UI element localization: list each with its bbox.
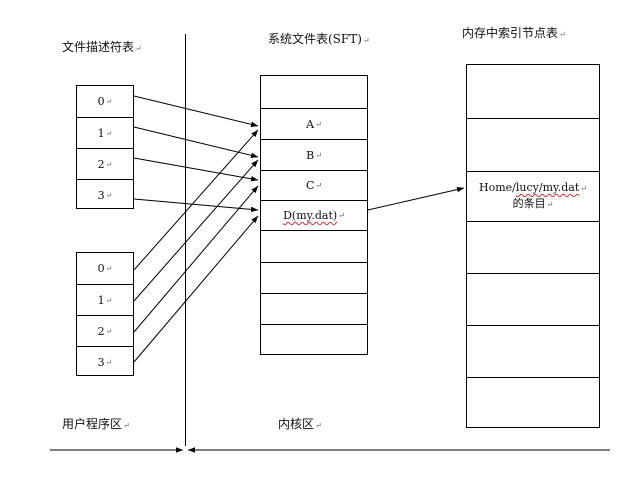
arrow-fd2-2-to-c [133, 185, 259, 333]
fd-cell: 2↵ [77, 315, 133, 346]
sft-row-empty [261, 293, 367, 324]
fd-cell: 1↵ [77, 117, 133, 148]
sft-row-a: A↵ [261, 108, 367, 139]
inode-entry-path: Home/lucy/my.dat↵ [479, 181, 587, 194]
inode-table-title: 内存中索引节点表↵ [462, 26, 566, 40]
inode-row-empty [467, 377, 599, 429]
inode-row-empty [467, 118, 599, 171]
inode-row-empty [467, 221, 599, 273]
arrow-fd1-0-to-a [133, 95, 259, 128]
sft-row-empty [261, 324, 367, 356]
sft-row-d: D(my.dat)↵ [261, 200, 367, 230]
inode-entry-suffix: 的条目↵ [512, 197, 554, 210]
sft-row-b: B↵ [261, 139, 367, 170]
user-kernel-divider [185, 34, 186, 446]
arrow-fd2-1-to-b [133, 159, 259, 302]
arrow-fd1-1-to-b [133, 126, 259, 159]
user-region-label: 用户程序区↵ [62, 417, 130, 431]
arrow-fd1-3-to-d [133, 198, 259, 213]
inode-table: Home/lucy/my.dat↵ 的条目↵ [466, 64, 600, 428]
kernel-region-label: 内核区↵ [278, 417, 322, 431]
fd-cell: 3↵ [77, 346, 133, 377]
arrow-sft-d-to-inode [367, 186, 465, 211]
fd-cell: 0↵ [97, 262, 113, 275]
fd-table-1: 0↵ 1↵ 2↵ 3↵ [76, 85, 134, 209]
sft-title: 系统文件表(SFT)↵ [268, 32, 370, 46]
fd-cell: 3↵ [77, 179, 133, 210]
sft-row-c: C↵ [261, 170, 367, 200]
fd-cell: 1↵ [77, 284, 133, 315]
fd-table-title: 文件描述符表↵ [62, 40, 142, 54]
system-file-table: A↵ B↵ C↵ D(my.dat)↵ [260, 75, 368, 355]
arrow-fd2-0-to-a [133, 129, 259, 271]
inode-row-entry: Home/lucy/my.dat↵ 的条目↵ [467, 171, 599, 221]
sft-row-empty [261, 262, 367, 293]
arrow-fd1-2-to-c [133, 157, 259, 182]
fd-cell: 0↵ [97, 95, 113, 108]
inode-row-empty [467, 273, 599, 325]
arrow-fd2-3-to-d [133, 215, 259, 363]
fd-table-2: 0↵ 1↵ 2↵ 3↵ [76, 252, 134, 376]
fd-cell: 2↵ [77, 148, 133, 179]
sft-row-empty [261, 230, 367, 262]
inode-row-empty [467, 325, 599, 377]
